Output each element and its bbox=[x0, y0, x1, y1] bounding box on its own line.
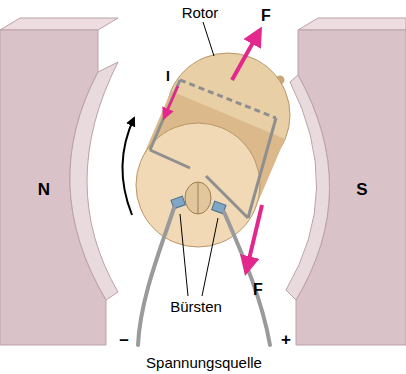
supply-wires bbox=[138, 208, 270, 345]
current-label: I bbox=[166, 68, 170, 84]
force-arrow bbox=[232, 30, 260, 80]
label-text: I bbox=[166, 68, 170, 84]
label-text: – bbox=[119, 330, 128, 349]
label-text: + bbox=[281, 330, 291, 349]
part-name: Spannungsquelle bbox=[146, 354, 262, 371]
south-pole-magnet bbox=[286, 18, 406, 345]
label-text: Rotor bbox=[182, 4, 219, 21]
force-arrow bbox=[246, 205, 262, 272]
brushes bbox=[171, 196, 226, 214]
terminal-sign: + bbox=[281, 330, 291, 350]
label-text: F bbox=[261, 7, 271, 24]
north-pole-magnet bbox=[0, 18, 118, 345]
pole-label: N bbox=[38, 180, 50, 200]
force-label: F bbox=[253, 281, 263, 299]
label-text: S bbox=[356, 180, 367, 199]
label-text: Spannungsquelle bbox=[146, 354, 262, 371]
current-arrow bbox=[164, 86, 178, 118]
armature-coil bbox=[150, 80, 276, 218]
label-text: F bbox=[253, 281, 263, 298]
leader-lines bbox=[180, 22, 218, 296]
rotor-cylinder bbox=[136, 53, 290, 247]
part-name: Rotor bbox=[182, 4, 219, 21]
part-name: Bürsten bbox=[170, 298, 222, 315]
rotation-arrow bbox=[122, 118, 134, 215]
terminal-sign: – bbox=[119, 330, 128, 350]
label-text: N bbox=[38, 180, 50, 199]
label-text: Bürsten bbox=[170, 298, 222, 315]
force-label: F bbox=[261, 7, 271, 25]
commutator bbox=[185, 182, 211, 214]
pole-label: S bbox=[356, 180, 367, 200]
